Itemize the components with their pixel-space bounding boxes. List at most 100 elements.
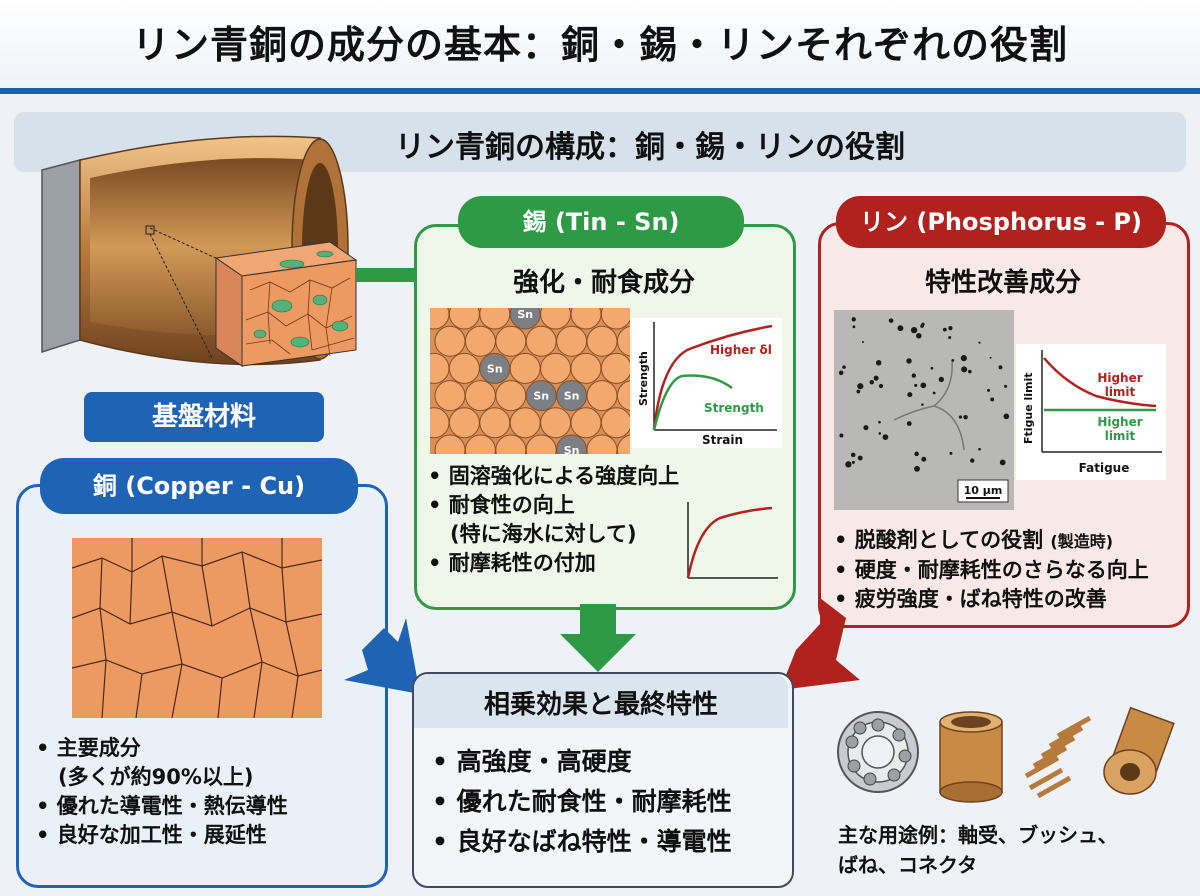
copper-atom — [525, 325, 557, 357]
synergy-heading: 相乗効果と最終特性 — [483, 690, 718, 720]
precipitate-dot — [970, 458, 975, 463]
precipitate-dot — [914, 451, 919, 457]
p-graph-upper-1: Higher — [1097, 371, 1142, 385]
precipitate-dot — [958, 415, 963, 419]
copper-label: 銅 (Copper - Cu) — [40, 458, 358, 514]
precipitate-dot — [869, 380, 874, 385]
applications-line-2: ばね、コネクタ — [838, 853, 978, 877]
tin-graph-lower-label: Strength — [704, 401, 764, 415]
copper-bullets: • 主要成分 (多くが約90%以上) • 優れた導電性・熱伝導性 • 良好な加工… — [36, 734, 381, 850]
precipitate-dot — [920, 324, 924, 328]
precipitate-dot — [878, 432, 882, 435]
copper-atom — [434, 380, 466, 412]
bearing-icon — [837, 711, 919, 793]
tin-graph-y-label: Strength — [637, 351, 650, 406]
tin-base-curve — [652, 374, 733, 431]
precipitate-dot — [948, 335, 952, 339]
applications-line-1: 主な用途例：軸受、ブッシュ、 — [838, 823, 1118, 847]
copper-atom — [509, 407, 541, 439]
precipitate-dot — [916, 333, 922, 339]
tin-strength-graph: Higher ẟl Strength Strain Strength — [632, 318, 782, 448]
precipitate-dot — [911, 373, 917, 378]
precipitate-dot — [921, 456, 927, 462]
precipitate-dot — [850, 452, 856, 458]
phosphorus-label: リン (Phosphorus - P) — [836, 196, 1166, 248]
precipitate-dot — [842, 365, 846, 369]
copper-bullet-1-note: (多くが約90%以上) — [58, 765, 254, 789]
copper-atom — [570, 407, 602, 439]
precipitate-dot — [851, 317, 856, 322]
precipitate-dot — [949, 451, 953, 455]
tin-corrosion-graph — [686, 502, 778, 579]
precipitate-dot — [863, 425, 869, 431]
copper-bullet-1: • 主要成分 — [36, 736, 141, 760]
precipitate-dot — [960, 355, 967, 362]
p-graph-upper-2: limit — [1105, 385, 1136, 399]
connector-icon — [1103, 706, 1175, 795]
synergy-bullet-2: • 優れた耐食性・耐摩耗性 — [432, 787, 732, 816]
copper-atom — [616, 380, 630, 411]
applications-text: 主な用途例：軸受、ブッシュ、 ばね、コネクタ — [838, 820, 1188, 880]
copper-atom — [495, 380, 527, 412]
tin-graph-x-label: Strain — [702, 433, 743, 447]
precipitate-dot — [914, 383, 918, 387]
precipitate-dot — [914, 465, 920, 472]
tin-heading: 強化・耐食成分 — [512, 268, 695, 298]
tin-higher-curve — [652, 324, 773, 431]
copper-atom — [540, 352, 572, 384]
precipitate-dot — [999, 459, 1006, 466]
copper-atom — [600, 407, 630, 439]
copper-grain-illustration — [72, 538, 322, 718]
phosphorus-micrograph: 10 μm — [834, 310, 1014, 510]
spring-icon — [1024, 715, 1092, 799]
tin-atom-label: Sn — [564, 390, 580, 403]
precipitate-dot — [873, 375, 879, 381]
tin-atom-label: Sn — [487, 362, 503, 375]
pipe-cutaway-illustration — [41, 135, 358, 367]
copper-atom — [509, 352, 541, 384]
precipitate-dot — [1004, 384, 1008, 388]
copper-atom — [600, 308, 630, 330]
scale-bar-label: 10 μm — [964, 484, 1003, 497]
page-title: リン青銅の成分の基本：銅・錫・リンそれぞれの役割 — [131, 23, 1068, 67]
precipitate-dot — [906, 358, 912, 364]
precipitate-dot — [987, 388, 991, 392]
copper-atom — [464, 380, 496, 412]
precipitate-dot — [861, 341, 864, 344]
subtitle: リン青銅の構成：銅・錫・リンの役割 — [395, 130, 905, 165]
tin-graph-higher-label: Higher ẟl — [710, 343, 772, 357]
precipitate-dot — [882, 434, 889, 441]
precipitate-dot — [907, 392, 913, 398]
phosphorus-higher-curve — [1043, 357, 1157, 408]
tin-bullet-3: • 耐摩耗性の付加 — [428, 551, 596, 575]
tin-atom-label: Sn — [533, 390, 549, 403]
tin-atom-label: Sn — [564, 444, 580, 454]
precipitate-dot — [906, 421, 912, 427]
p-graph-x-label: Fatigue — [1079, 461, 1130, 475]
precipitate-dot — [856, 389, 861, 394]
applications-illustration — [837, 706, 1175, 803]
precipitate-dot — [990, 397, 995, 402]
phosphorus-bullet-3: • 疲労強度・ばね特性の改善 — [834, 587, 1107, 611]
phosphorus-bullet-1: • 脱酸剤としての役割 (製造時) — [834, 528, 1114, 552]
precipitate-dot — [897, 325, 904, 332]
copper-atom — [600, 352, 630, 384]
copper-atom — [570, 352, 602, 384]
copper-atom — [540, 407, 572, 439]
phosphorus-bullets: • 脱酸剤としての役割 (製造時) • 硬度・耐摩耗性のさらなる向上 • 疲労強… — [834, 526, 1179, 614]
tin-bullet-1: • 固溶強化による強度向上 — [428, 464, 680, 488]
tin-lattice-illustration: SnSnSnSnSnSn — [430, 308, 630, 454]
precipitate-dot — [839, 433, 844, 438]
copper-atom — [448, 407, 480, 439]
precipitate-dot — [921, 403, 924, 406]
tin-arrow — [560, 604, 636, 672]
precipitate-dot — [888, 318, 894, 323]
base-material-label: 基盤材料 — [84, 392, 324, 442]
precipitate-dot — [851, 460, 855, 464]
copper-atom — [616, 434, 630, 454]
p-graph-y-label: Ftigue limit — [1022, 372, 1035, 444]
precipitate-dot — [989, 356, 992, 359]
copper-atom — [586, 325, 618, 357]
precipitate-dot — [932, 391, 936, 395]
precipitate-dot — [875, 360, 882, 366]
